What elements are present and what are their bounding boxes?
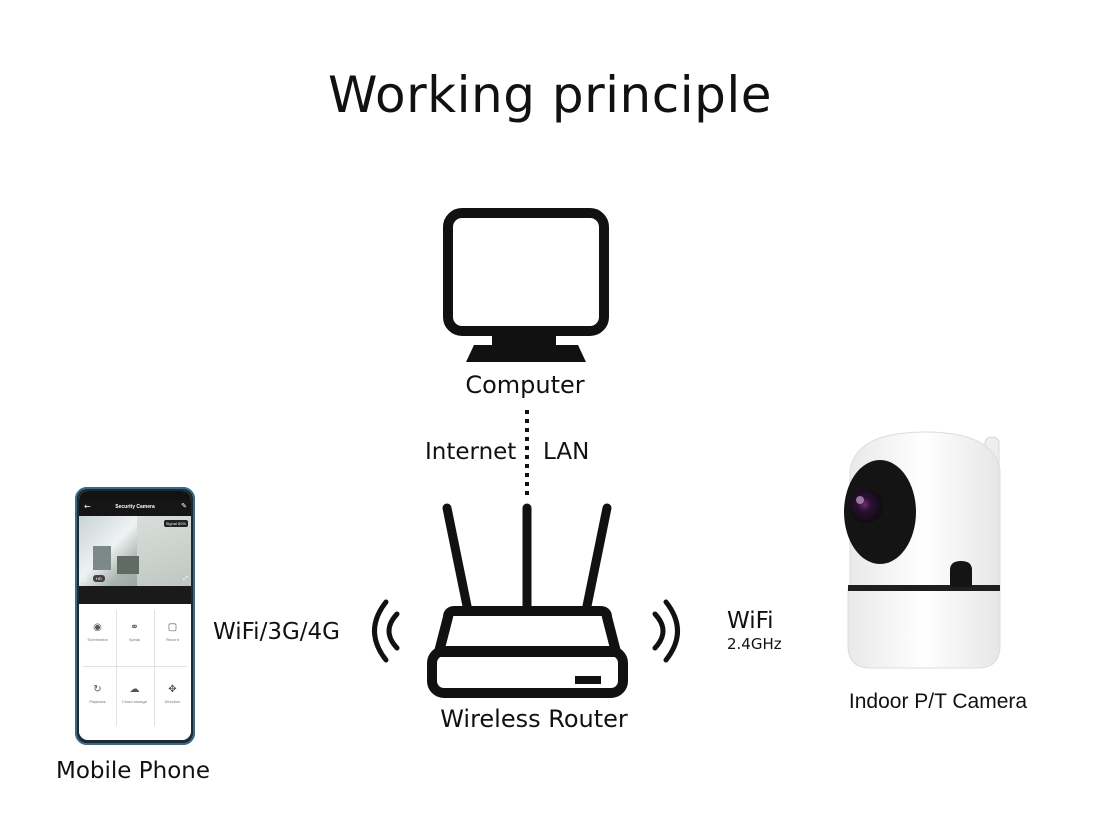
back-arrow-icon[interactable]: ← [84, 502, 91, 511]
router-label: Wireless Router [440, 705, 628, 733]
quality-badge[interactable]: HD [93, 575, 105, 582]
app-header: ← Security Camera ✎ [79, 499, 191, 516]
phone-screen: ← Security Camera ✎ Signal 80% ♫ HD ⤢ ◉ … [79, 491, 191, 740]
phone-label: Mobile Phone [55, 758, 210, 784]
computer-icon [443, 208, 609, 362]
camera-live-view[interactable]: Signal 80% ♫ HD ⤢ [79, 516, 191, 586]
action-record[interactable]: ▢ Record [154, 608, 191, 662]
action-direction[interactable]: ✥ Direction [154, 670, 191, 724]
action-cloud-storage[interactable]: ☁ Cloud storage [116, 670, 153, 724]
computer-label: Computer [465, 371, 585, 399]
camera-label: Indoor P/T Camera [848, 690, 1028, 713]
internet-label: Internet [425, 439, 517, 465]
fullscreen-icon[interactable]: ⤢ [183, 575, 188, 582]
volume-icon[interactable]: ♫ [82, 576, 88, 583]
camera-icon [844, 431, 1001, 669]
edit-icon[interactable]: ✎ [181, 502, 187, 510]
phone-link-label: WiFi/3G/4G [213, 619, 340, 645]
router-icon [427, 503, 628, 698]
video-icon: ▢ [167, 622, 178, 633]
microphone-icon: ⚭ [130, 622, 139, 633]
camera-link-label: WiFi [727, 608, 774, 634]
app-header-title: Security Camera [115, 504, 155, 510]
app-toolbar [79, 586, 191, 604]
camera-band-label: 2.4GHz [727, 635, 782, 653]
action-grid: ◉ Screenshot ⚭ Speak ▢ Record ↻ Playback… [79, 604, 191, 740]
signal-badge: Signal 80% [163, 520, 188, 527]
playback-icon: ↻ [93, 684, 102, 695]
phone-status-bar [79, 491, 191, 499]
page-title: Working principle [328, 66, 772, 124]
action-playback[interactable]: ↻ Playback [79, 670, 116, 724]
action-screenshot[interactable]: ◉ Screenshot [79, 608, 116, 662]
signal-waves-left-icon [372, 599, 400, 663]
cloud-icon: ☁ [129, 684, 140, 695]
action-speak[interactable]: ⚭ Speak [116, 608, 153, 662]
lan-label: LAN [543, 439, 590, 465]
camera-icon: ◉ [93, 622, 102, 633]
signal-waves-right-icon [652, 599, 680, 663]
direction-icon: ✥ [168, 684, 177, 695]
